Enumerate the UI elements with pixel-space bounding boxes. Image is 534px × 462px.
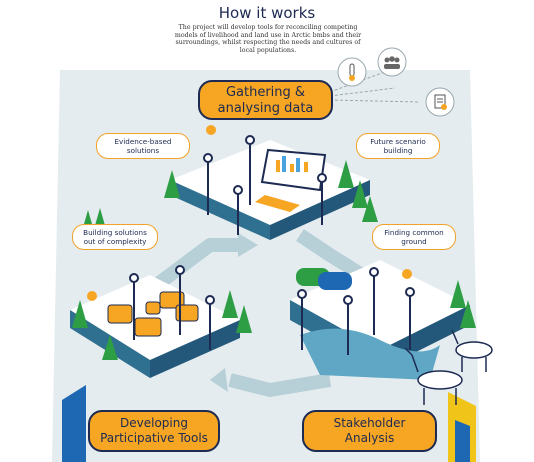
callout-line2: out of complexity <box>83 237 147 246</box>
reindeer <box>404 329 493 405</box>
arrow-bottom <box>228 373 332 397</box>
callout-line1: Finding common <box>384 228 444 237</box>
top-island <box>170 140 370 240</box>
group-icon <box>377 47 407 77</box>
stage-stakeholder-analysis: Stakeholder Analysis <box>302 410 437 452</box>
stage-title-line2: Analysis <box>344 431 395 445</box>
thermometer-icon <box>337 57 367 87</box>
callout-evidence-based-solutions: Evidence-based solutions <box>96 133 190 159</box>
background-panel <box>52 70 480 462</box>
callout-line2: ground <box>401 237 427 246</box>
callout-finding-common-ground: Finding common ground <box>372 224 456 250</box>
stage-title-line1: Gathering & <box>225 85 306 100</box>
stage-title-line1: Developing <box>120 416 188 430</box>
stage-title-line2: Participative Tools <box>100 431 208 445</box>
stage-developing-participative-tools: Developing Participative Tools <box>88 410 220 452</box>
stage-gathering-analysing-data: Gathering & analysing data <box>198 80 333 120</box>
page-title: How it works <box>218 4 316 22</box>
callout-line1: Evidence-based <box>114 137 172 146</box>
callout-line1: Building solutions <box>83 228 147 237</box>
right-island <box>290 260 470 380</box>
callout-line1: Future scenario <box>370 137 426 146</box>
stage-title-line2: analysing data <box>217 101 314 116</box>
document-icon <box>425 87 455 117</box>
lightbulb-icon <box>87 125 412 301</box>
stage-title-line1: Stakeholder <box>333 416 406 430</box>
stick-figures <box>129 135 415 355</box>
arrow-left <box>145 238 240 296</box>
callout-building-solutions: Building solutions out of complexity <box>72 224 158 250</box>
callout-line2: solutions <box>126 146 160 155</box>
intro-text: The project will develop tools for recon… <box>174 24 362 54</box>
blue-corner-bar <box>62 385 86 462</box>
callout-line2: building <box>383 146 413 155</box>
callout-future-scenario-building: Future scenario building <box>356 133 440 159</box>
